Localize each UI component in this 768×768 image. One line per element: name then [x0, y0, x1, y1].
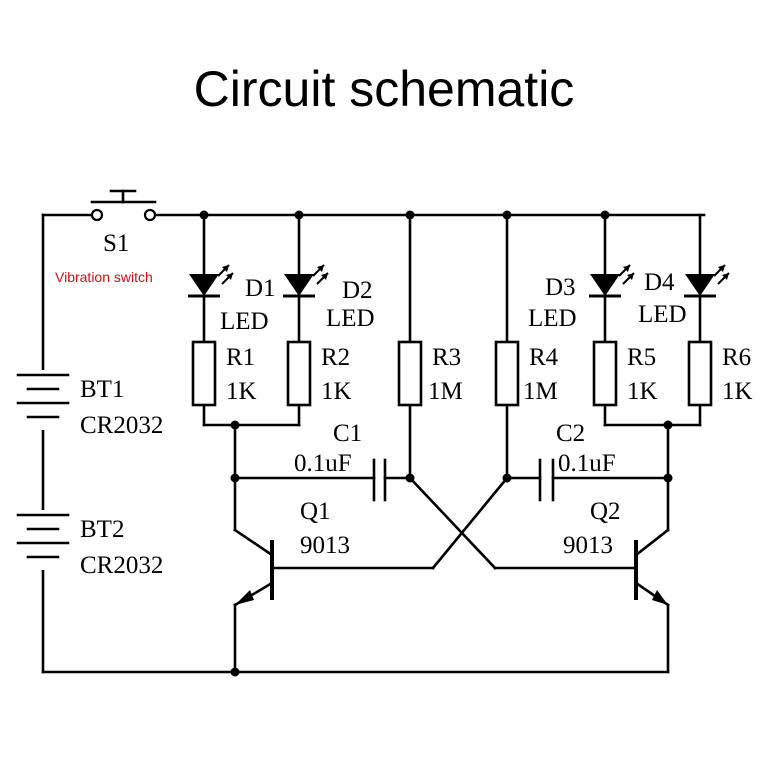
label-r4-value: 1M	[523, 378, 558, 405]
label-c2-value: 0.1uF	[558, 450, 616, 477]
label-r6-value: 1K	[722, 378, 753, 405]
label-r1-value: 1K	[226, 378, 257, 405]
label-bt2: BT2	[80, 516, 124, 543]
label-r2-value: 1K	[321, 378, 352, 405]
label-r3-value: 1M	[428, 378, 463, 405]
label-q1-value: 9013	[300, 532, 350, 559]
label-r4: R4	[529, 344, 559, 371]
label-bt2-value: CR2032	[80, 552, 163, 579]
label-r5: R5	[627, 344, 656, 371]
label-q1: Q1	[300, 498, 331, 525]
label-d4: D4	[644, 269, 675, 296]
led-d4	[682, 263, 731, 298]
label-d1: D1	[245, 275, 276, 302]
led-d1	[186, 263, 235, 298]
transistor-q1	[233, 528, 274, 607]
label-c1: C1	[333, 420, 362, 447]
switch-s1	[90, 189, 157, 222]
junction-dots	[199, 210, 673, 677]
label-d2-type: LED	[326, 305, 375, 332]
resistor-r5	[592, 340, 618, 407]
wires	[41, 213, 706, 674]
label-q2: Q2	[590, 498, 621, 525]
vibration-switch-note: Vibration switch	[55, 269, 153, 285]
label-d3-type: LED	[528, 305, 577, 332]
label-s1: S1	[103, 230, 129, 257]
transistor-q2	[634, 528, 670, 607]
capacitor-c2	[538, 458, 555, 502]
battery-bt2	[16, 510, 70, 570]
led-d2	[281, 263, 330, 298]
resistor-r2	[286, 340, 312, 407]
label-d2: D2	[342, 277, 373, 304]
label-d4-type: LED	[638, 301, 687, 328]
page-title: Circuit schematic	[193, 61, 575, 117]
label-r5-value: 1K	[627, 378, 658, 405]
label-bt1: BT1	[80, 376, 124, 403]
battery-bt1	[16, 370, 70, 430]
resistor-r6	[687, 340, 713, 407]
label-c1-value: 0.1uF	[294, 450, 352, 477]
label-r6: R6	[722, 344, 751, 371]
label-c2: C2	[556, 420, 585, 447]
label-r3: R3	[432, 344, 461, 371]
label-q2-value: 9013	[563, 532, 613, 559]
label-d1-type: LED	[220, 308, 269, 335]
capacitor-c1	[372, 458, 387, 502]
label-r2: R2	[321, 344, 350, 371]
label-r1: R1	[226, 344, 255, 371]
resistor-r3	[397, 340, 423, 407]
led-d3	[587, 263, 636, 298]
resistor-r4	[494, 340, 520, 407]
label-d3: D3	[545, 274, 576, 301]
label-bt1-value: CR2032	[80, 412, 163, 439]
resistor-r1	[191, 340, 217, 407]
